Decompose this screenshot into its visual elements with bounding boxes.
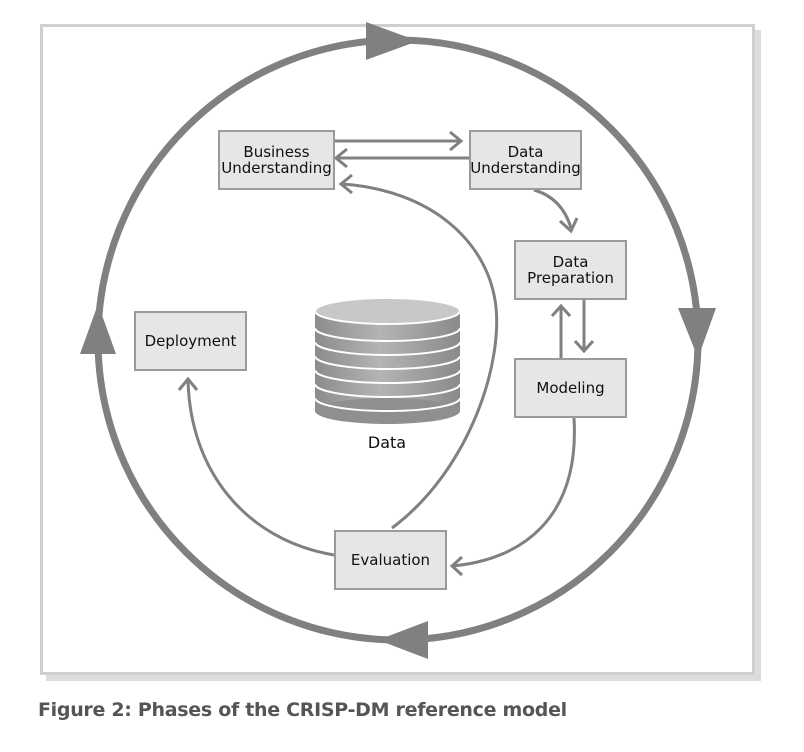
phase-label: Understanding	[221, 159, 332, 177]
arrowhead-data-understanding-to-preparation	[558, 217, 579, 234]
phase-label: Data	[507, 143, 544, 161]
phase-evaluation: Evaluation	[334, 530, 447, 590]
phase-label: Business	[243, 143, 310, 161]
outer-cycle-arrow-top	[366, 22, 418, 60]
outer-cycle-arrow-right	[678, 308, 716, 358]
phase-label: Understanding	[470, 159, 581, 177]
arrowhead-business-to-data-understanding	[449, 130, 464, 152]
phase-business-understanding: Business Understanding	[218, 130, 335, 190]
phase-modeling: Modeling	[514, 358, 627, 418]
arrow-evaluation-to-deployment	[186, 379, 335, 557]
arrowhead-evaluation-to-business	[338, 173, 353, 195]
outer-cycle-arrow-bottom	[378, 621, 428, 659]
phase-data-understanding: Data Understanding	[469, 130, 582, 190]
database-icon	[314, 297, 461, 424]
arrowhead-preparation-to-modeling	[573, 339, 595, 354]
data-store-label: Data	[367, 433, 407, 452]
arrow-evaluation-to-business	[341, 182, 499, 530]
phase-label: Data	[552, 253, 589, 271]
arrow-modeling-to-evaluation	[451, 417, 576, 568]
phase-label: Evaluation	[350, 551, 431, 569]
crisp-dm-diagram	[80, 22, 716, 659]
figure-caption: Figure 2: Phases of the CRISP-DM referen…	[38, 699, 567, 721]
arrow-data-understanding-to-preparation	[533, 188, 573, 229]
phase-label: Deployment	[144, 332, 237, 350]
phase-label: Preparation	[527, 269, 614, 287]
arrowhead-modeling-to-evaluation	[449, 555, 464, 577]
arrowhead-modeling-to-preparation	[550, 303, 572, 318]
phase-label: Modeling	[536, 379, 605, 397]
outer-cycle-arrow-left	[80, 304, 116, 354]
phase-data-preparation: Data Preparation	[514, 240, 627, 300]
phase-deployment: Deployment	[134, 311, 247, 371]
arrowhead-data-understanding-to-business	[333, 147, 348, 169]
arrowhead-evaluation-to-deployment	[177, 376, 199, 391]
